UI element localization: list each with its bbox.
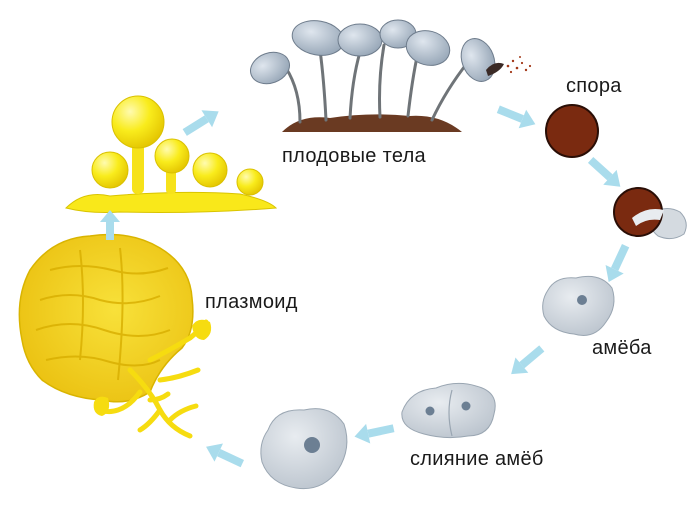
plasmodium-lobe-left xyxy=(93,396,110,416)
arrow-fusion-to-zygote xyxy=(354,423,395,444)
fruiting-bodies xyxy=(250,19,532,132)
amoeba xyxy=(542,275,615,336)
amoeba-fusion xyxy=(401,382,496,439)
label-fruiting-bodies: плодовые тела xyxy=(282,145,426,167)
arrow-zygote-to-plasmodium xyxy=(206,443,245,468)
young-sporangia xyxy=(65,95,278,213)
released-spores xyxy=(506,56,532,74)
arrow-young-to-fruiting xyxy=(182,110,219,136)
plasmodium xyxy=(18,233,212,439)
arrow-germination-to-amoeba xyxy=(605,243,630,282)
zygote xyxy=(260,408,348,490)
label-amoeba: амёба xyxy=(592,337,652,359)
arrow-plasmodium-to-young xyxy=(100,210,120,240)
cycle-arrows xyxy=(100,105,630,468)
sporangia xyxy=(250,19,496,85)
sporangium-opening xyxy=(486,62,504,76)
label-amoeba-fusion: слияние амёб xyxy=(410,448,544,470)
label-spore: спора xyxy=(566,75,622,97)
germinating-spore xyxy=(613,187,687,240)
arrow-fruiting-to-spore xyxy=(496,105,536,129)
arrow-spore-to-germination xyxy=(587,156,621,187)
label-plasmodium: плазмоид xyxy=(205,291,298,313)
spore xyxy=(545,104,599,158)
plasmodium-ridges xyxy=(35,247,171,381)
plasmodium-lobe-right xyxy=(192,319,212,340)
arrow-amoeba-to-fusion xyxy=(511,345,545,375)
